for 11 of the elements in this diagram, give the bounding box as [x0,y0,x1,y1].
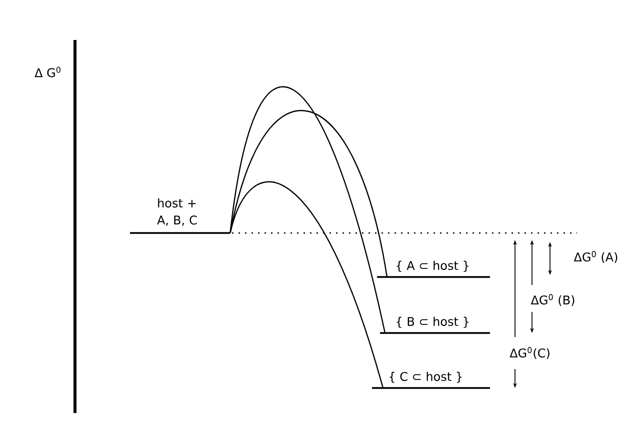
energy-label: ΔG$^{0}$(C) [510,347,550,359]
energy-label: ΔG$^{0}$ (A) [574,251,618,263]
energy-curve [230,182,384,388]
energy-curve [230,86,386,334]
axis-label: Δ G$^{0}$ [34,66,60,78]
energy-level: { B ⊂ host } [380,316,490,334]
energy-curve [230,110,388,278]
energy-label: ΔG$^{0}$ (B) [530,294,574,306]
energy-level: { A ⊂ host } [377,260,490,278]
energy-level: { C ⊂ host } [372,372,490,389]
energy-level: host + A, B, C [130,198,230,234]
